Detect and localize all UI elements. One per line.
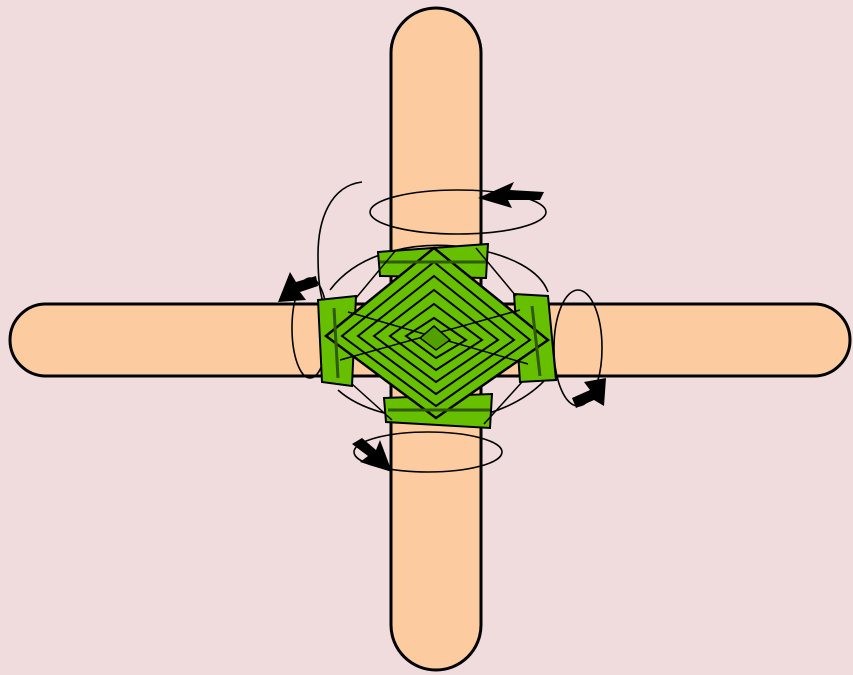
loose-thread: [318, 182, 362, 308]
curved-arrow-icon: [278, 272, 318, 302]
curved-arrow-icon: [478, 182, 544, 208]
curved-arrow-icon: [572, 378, 606, 408]
curved-arrow-icon: [352, 438, 392, 472]
